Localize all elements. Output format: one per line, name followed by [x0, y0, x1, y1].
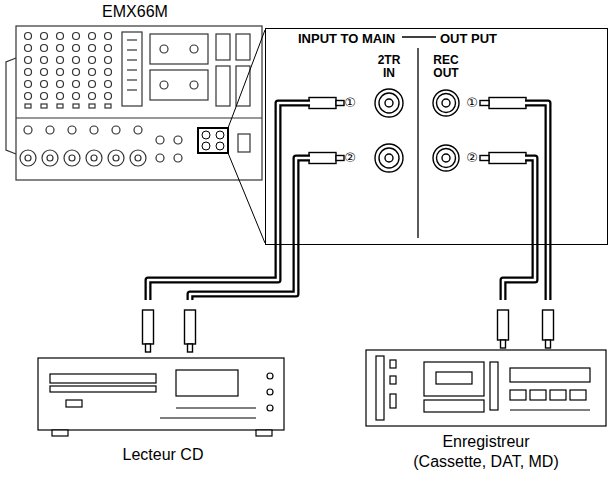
rca-jacks: [375, 89, 459, 172]
device-name: Lecteur CD: [38, 445, 288, 464]
cable-outline: [503, 158, 535, 300]
callout-number: ①: [464, 94, 480, 112]
section-heading: INPUT TO MAIN: [298, 31, 395, 47]
cable-outline: [190, 158, 310, 300]
section-heading: OUT PUT: [440, 31, 497, 47]
cd-player: Lecteur CD: [38, 300, 290, 470]
cable-core: [190, 158, 310, 300]
callout-number: ②: [464, 149, 480, 167]
rca-plugs: [143, 98, 554, 353]
device-name: Enregistreur (Cassette, DAT, MD): [406, 432, 566, 472]
panel-lines: [402, 37, 436, 238]
callout-number: ①: [342, 94, 358, 112]
jack-name: 2TR IN: [372, 54, 406, 80]
cable-outline: [148, 103, 310, 300]
model-name: EMX66M: [5, 2, 265, 21]
audio-cable: [190, 158, 310, 300]
cd-player-drawing: [38, 358, 284, 436]
jack-group: 2TR IN: [310, 52, 415, 182]
cable-core: [148, 103, 310, 300]
audio-cable: [503, 158, 535, 300]
jack-name: REC OUT: [425, 54, 467, 80]
detail-highlight: [198, 30, 265, 243]
recorder: Enregistreur (Cassette, DAT, MD): [365, 300, 608, 478]
mixer-drawing: [6, 26, 262, 180]
cable-core: [503, 158, 535, 300]
callout-number: ②: [342, 149, 358, 167]
audio-cable: [148, 103, 310, 300]
connection-panel: INPUT TO MAIN OUT PUT 2TR IN REC OUT: [265, 28, 608, 245]
recorder-drawing: [366, 350, 606, 426]
mixer-unit: EMX66M: [5, 0, 267, 182]
